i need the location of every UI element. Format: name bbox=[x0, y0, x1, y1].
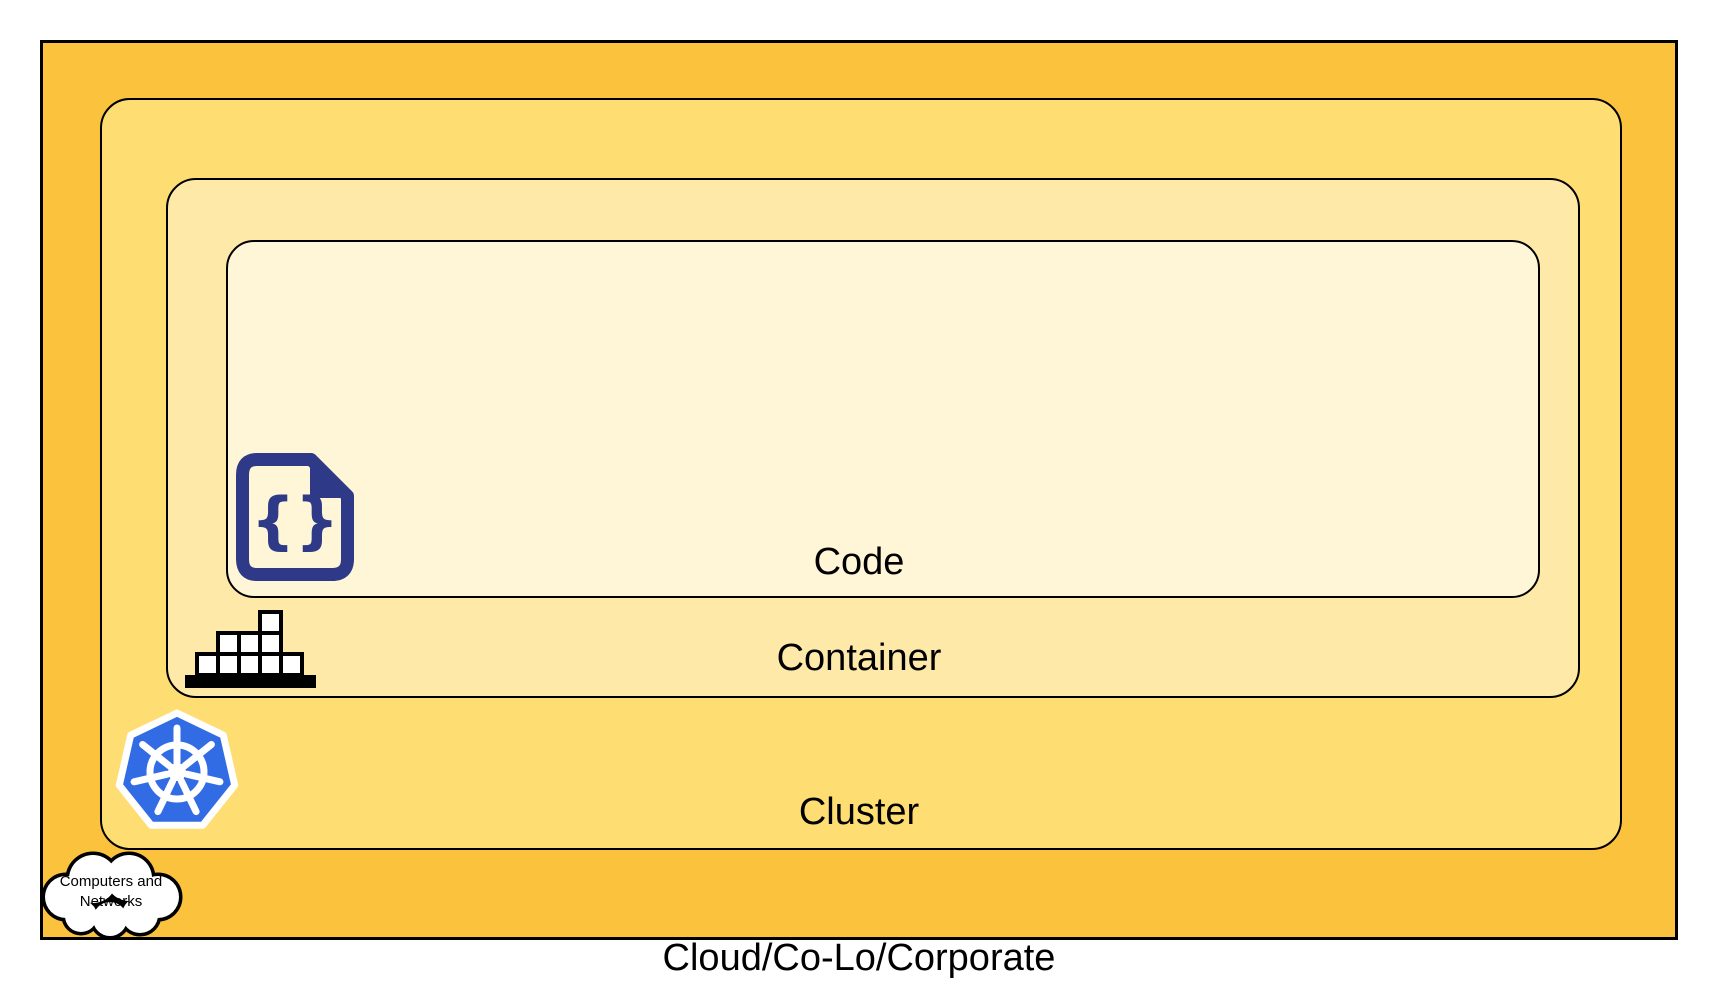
code-file-icon: {} bbox=[236, 453, 354, 581]
container-label: Container bbox=[776, 637, 942, 679]
cloud-label-line1: Computers and bbox=[59, 873, 163, 890]
code-box bbox=[226, 240, 1540, 598]
code-label: Code bbox=[813, 541, 905, 583]
cluster-label: Cluster bbox=[798, 791, 920, 833]
cloud-label: Computers and Networks bbox=[36, 872, 186, 912]
container-stack-icon bbox=[185, 610, 316, 688]
kubernetes-icon bbox=[115, 709, 239, 829]
cloud-computers-networks-icon bbox=[41, 851, 183, 940]
datacenter-label-line1: Cloud/Co-Lo/Corporate bbox=[662, 937, 1056, 979]
cloud-label-line2: Networks bbox=[79, 893, 143, 910]
svg-text:{}: {} bbox=[251, 484, 339, 557]
datacenter-label: Cloud/Co-Lo/Corporate Datacenter bbox=[40, 866, 1678, 992]
